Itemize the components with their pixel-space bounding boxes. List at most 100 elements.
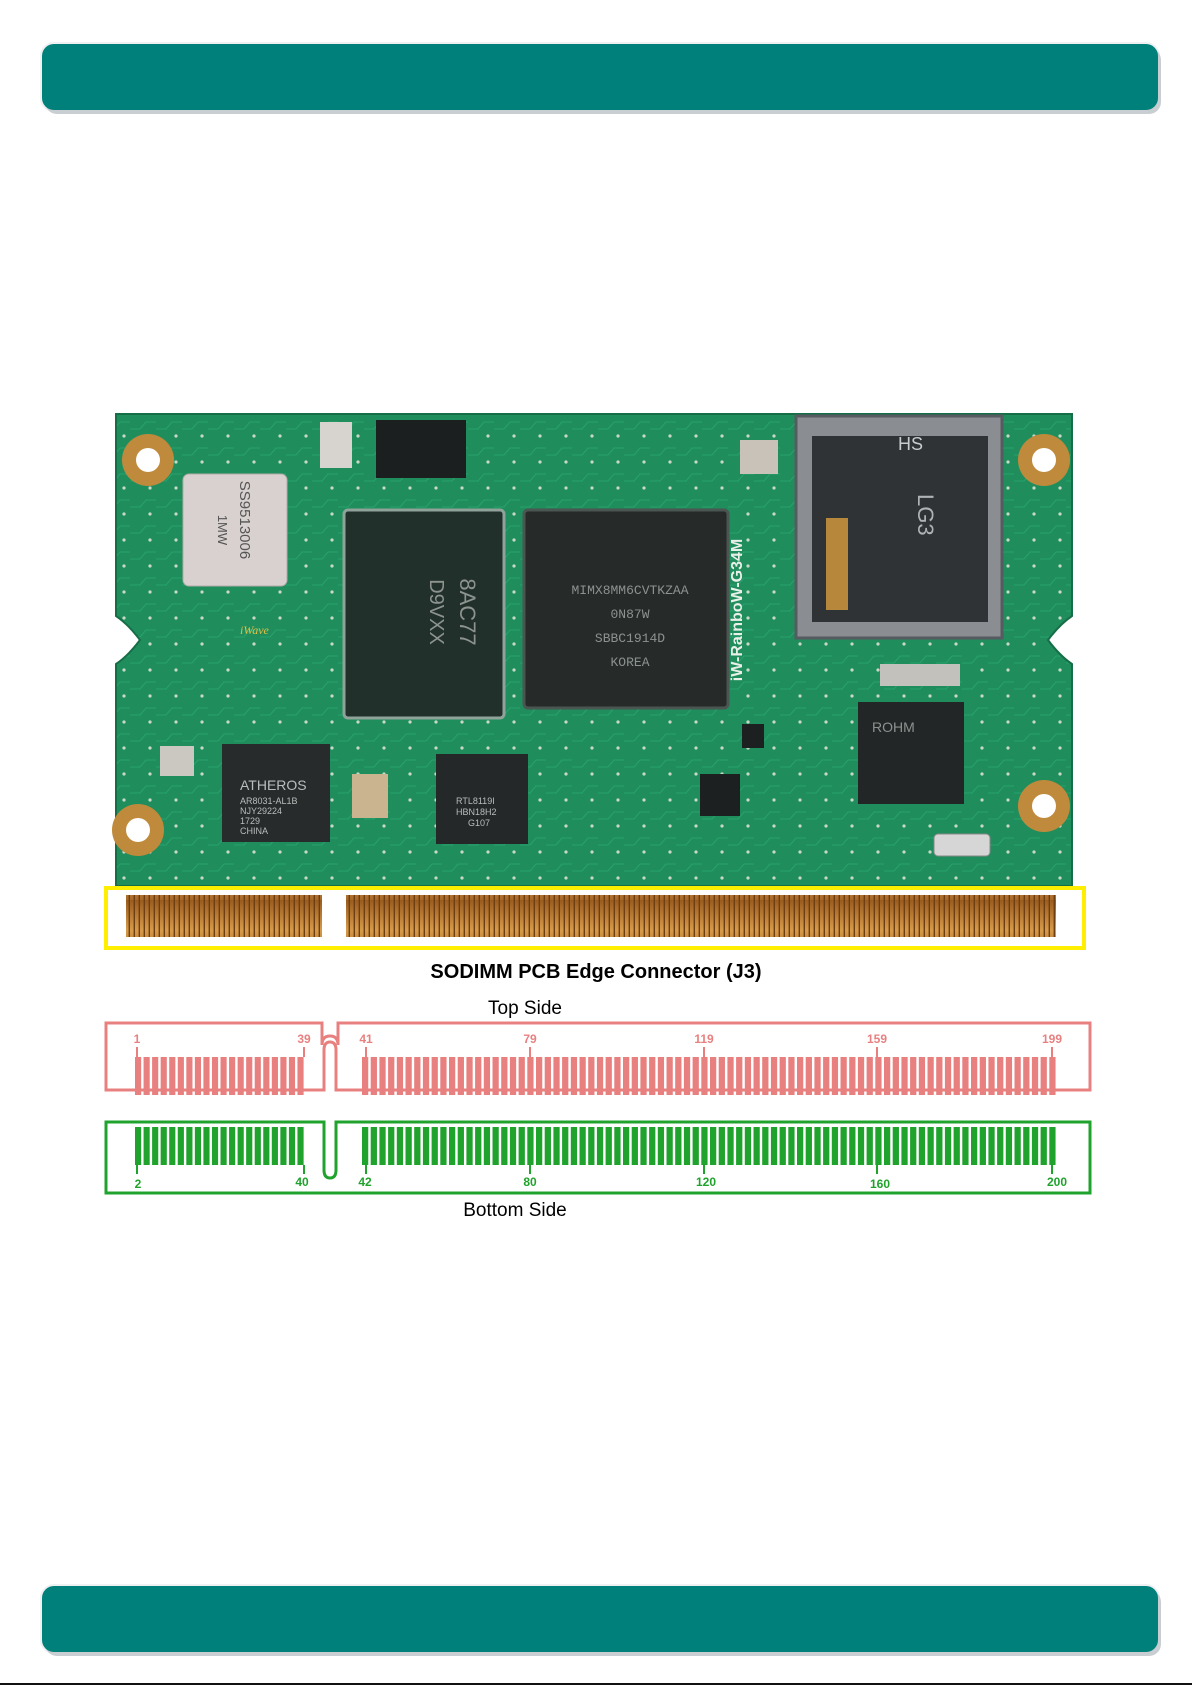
top-pin: [423, 1057, 429, 1095]
bottom-pin: [246, 1127, 252, 1165]
bottom-pin: [649, 1127, 655, 1165]
bottom-pin: [606, 1127, 612, 1165]
top-pin: [432, 1057, 438, 1095]
bottom-pin: [849, 1127, 855, 1165]
top-pin: [632, 1057, 638, 1095]
top-pin: [971, 1057, 977, 1095]
bottom-pin: [263, 1127, 269, 1165]
top-pin: [832, 1057, 838, 1095]
top-pin: [527, 1057, 533, 1095]
bottom-pin: [280, 1127, 286, 1165]
bottom-pin: [238, 1127, 244, 1165]
top-pin: [623, 1057, 629, 1095]
top-pin: [229, 1057, 235, 1095]
top-pin: [910, 1057, 916, 1095]
bottom-pin: [135, 1127, 141, 1165]
top-pin: [203, 1057, 209, 1095]
top-pin: [649, 1057, 655, 1095]
bottom-pin: [910, 1127, 916, 1165]
top-pin: [901, 1057, 907, 1095]
bottom-pin-label: 40: [295, 1175, 309, 1189]
bottom-pin: [971, 1127, 977, 1165]
bottom-pin: [640, 1127, 646, 1165]
top-pin: [493, 1057, 499, 1095]
bottom-pin: [221, 1127, 227, 1165]
bottom-pin: [614, 1127, 620, 1165]
bottom-pin: [814, 1127, 820, 1165]
top-pin: [536, 1057, 542, 1095]
bottom-pin: [536, 1127, 542, 1165]
top-pin: [962, 1057, 968, 1095]
top-pin: [255, 1057, 261, 1095]
bottom-pin-label: 120: [696, 1175, 716, 1189]
bottom-pin: [414, 1127, 420, 1165]
bottom-pin: [388, 1127, 394, 1165]
bottom-pin: [406, 1127, 412, 1165]
bottom-pin: [212, 1127, 218, 1165]
top-pin: [875, 1057, 881, 1095]
bottom-pin: [545, 1127, 551, 1165]
top-pin: [675, 1057, 681, 1095]
top-pin-label: 41: [359, 1032, 373, 1046]
top-pin: [780, 1057, 786, 1095]
top-pin: [458, 1057, 464, 1095]
top-pin: [658, 1057, 664, 1095]
top-pin: [667, 1057, 673, 1095]
top-pin: [606, 1057, 612, 1095]
bottom-pin-label: 200: [1047, 1175, 1067, 1189]
top-pin: [1032, 1057, 1038, 1095]
top-pin: [797, 1057, 803, 1095]
bottom-pin: [597, 1127, 603, 1165]
bottom-pin: [710, 1127, 716, 1165]
bottom-pin: [527, 1127, 533, 1165]
top-pin: [954, 1057, 960, 1095]
top-pin: [588, 1057, 594, 1095]
bottom-pin: [144, 1127, 150, 1165]
top-pin: [893, 1057, 899, 1095]
top-pin: [449, 1057, 455, 1095]
bottom-pin: [458, 1127, 464, 1165]
bottom-pin: [289, 1127, 295, 1165]
top-pin: [788, 1057, 794, 1095]
bottom-pin: [875, 1127, 881, 1165]
top-pin: [1015, 1057, 1021, 1095]
top-pin: [280, 1057, 286, 1095]
bottom-pin-label: 42: [358, 1175, 372, 1189]
top-pin: [414, 1057, 420, 1095]
top-pin: [362, 1057, 368, 1095]
bottom-pin: [484, 1127, 490, 1165]
bottom-pin: [658, 1127, 664, 1165]
bottom-pin: [152, 1127, 158, 1165]
top-pin-label: 199: [1042, 1032, 1062, 1046]
bottom-pin: [901, 1127, 907, 1165]
top-pin: [388, 1057, 394, 1095]
top-pin-label: 1: [134, 1032, 141, 1046]
bottom-pin: [780, 1127, 786, 1165]
top-pin: [440, 1057, 446, 1095]
bottom-pin: [893, 1127, 899, 1165]
bottom-pin: [519, 1127, 525, 1165]
bottom-pin: [272, 1127, 278, 1165]
top-pin-label: 159: [867, 1032, 887, 1046]
top-pin: [397, 1057, 403, 1095]
top-pin: [988, 1057, 994, 1095]
top-pin: [736, 1057, 742, 1095]
bottom-pin: [475, 1127, 481, 1165]
top-pin: [945, 1057, 951, 1095]
top-pin: [701, 1057, 707, 1095]
top-pin: [169, 1057, 175, 1095]
bottom-pin: [195, 1127, 201, 1165]
top-pin: [727, 1057, 733, 1095]
bottom-pin-label: 2: [135, 1177, 142, 1191]
top-pin: [754, 1057, 760, 1095]
bottom-pin: [178, 1127, 184, 1165]
bottom-pin: [962, 1127, 968, 1165]
top-pin: [919, 1057, 925, 1095]
bottom-pin: [501, 1127, 507, 1165]
bottom-pin: [867, 1127, 873, 1165]
bottom-pin: [588, 1127, 594, 1165]
bottom-pin-label: 160: [870, 1177, 890, 1191]
top-pin: [771, 1057, 777, 1095]
top-pin: [297, 1057, 303, 1095]
